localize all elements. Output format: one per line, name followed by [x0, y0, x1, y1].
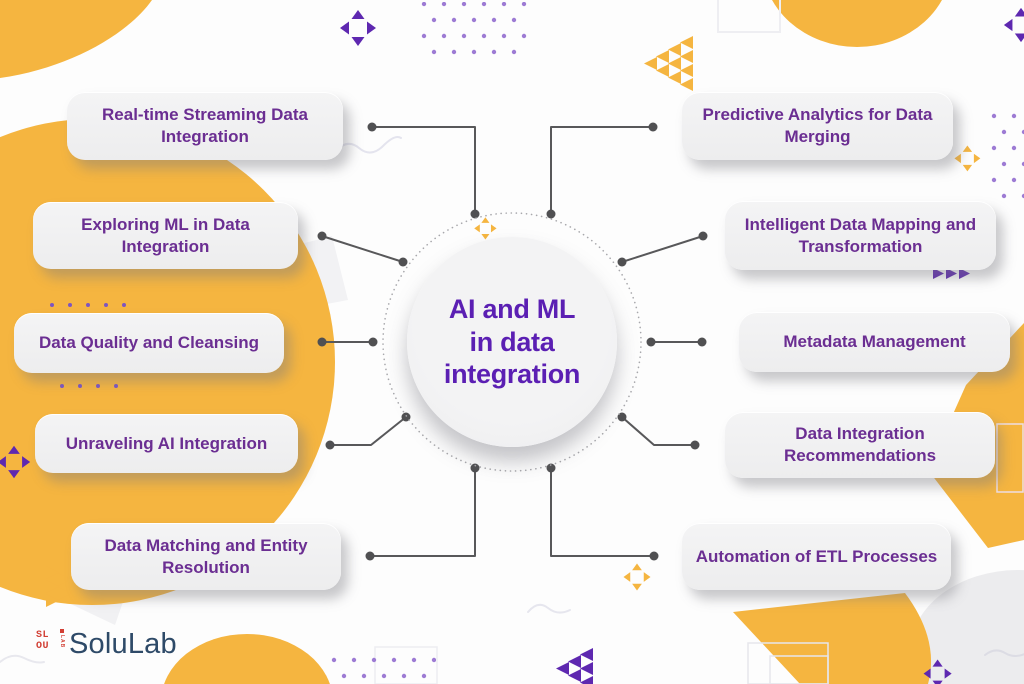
connector-lines	[321, 126, 704, 557]
dot-grids	[50, 2, 1024, 684]
node-label: Data Matching and Entity Resolution	[104, 535, 308, 577]
hub-title-line: AI and ML	[448, 293, 576, 324]
node-metadata-management: Metadata Management	[739, 312, 1010, 372]
logo-mark-square	[60, 629, 64, 633]
center-hub-circle: AI and ML in data integration	[407, 237, 617, 447]
node-label: Unraveling AI Integration	[65, 433, 268, 453]
node-label: Predictive Analytics for Data Merging	[702, 105, 933, 146]
compass-icon	[623, 563, 651, 591]
node-exploring-ml-in-data-integration: Exploring ML in Data Integration	[33, 202, 298, 269]
triangle-cluster-yellow-bottom-left	[46, 566, 83, 607]
compass-icon	[1003, 7, 1024, 43]
compass-icon	[954, 145, 981, 172]
node-data-matching-and-entity-resolution: Data Matching and Entity Resolution	[71, 523, 341, 590]
triangle-cluster-purple-bottom	[556, 648, 593, 684]
connector-endpoints	[317, 122, 708, 561]
node-label: Intelligent Data Mapping and Transformat…	[744, 214, 977, 256]
yellow-halfcircle-bottom	[164, 634, 330, 684]
solulab-wordmark: SoluLab	[69, 628, 177, 660]
node-label: Metadata Management	[783, 332, 966, 352]
node-intelligent-data-mapping-and-transformation: Intelligent Data Mapping and Transformat…	[725, 201, 996, 270]
node-automation-of-etl-processes: Automation of ETL Processes	[682, 523, 951, 590]
logo-mark-line1: SL	[36, 630, 50, 641]
hub-title-line: integration	[443, 359, 581, 390]
solulab-logo-icon: SL OU LAB	[36, 629, 65, 658]
node-data-quality-and-cleansing: Data Quality and Cleansing	[14, 313, 284, 373]
yellow-halfcircle-top	[772, 0, 942, 47]
node-label: Real-time Streaming Data Integration	[102, 105, 308, 146]
node-label: Data Quality and Cleansing	[38, 333, 260, 353]
triangle-row-purple-right	[933, 268, 970, 279]
logo-mark-side-text: LAB	[59, 635, 65, 649]
node-data-integration-recommendations: Data Integration Recommendations	[725, 412, 995, 478]
yellow-corner-top-left	[0, 0, 152, 78]
compass-icon	[474, 217, 497, 240]
node-predictive-analytics-for-data-merging: Predictive Analytics for Data Merging	[682, 92, 953, 160]
triangle-cluster-yellow-top-right	[644, 36, 693, 91]
dotted-ring	[382, 212, 642, 472]
node-real-time-streaming-data-integration: Real-time Streaming Data Integration	[67, 92, 343, 160]
node-label: Data Integration Recommendations	[783, 424, 937, 465]
node-label: Automation of ETL Processes	[695, 546, 938, 566]
yellow-wedge-bottom	[733, 593, 932, 684]
compass-icon	[340, 10, 376, 46]
node-unraveling-ai-integration: Unraveling AI Integration	[35, 414, 298, 473]
node-label: Exploring ML in Data Integration	[81, 214, 250, 256]
logo-mark-line2: OU	[36, 640, 50, 652]
hub-title-line: in data	[469, 326, 555, 357]
solulab-logo: SL OU LAB SoluLab	[36, 628, 177, 661]
